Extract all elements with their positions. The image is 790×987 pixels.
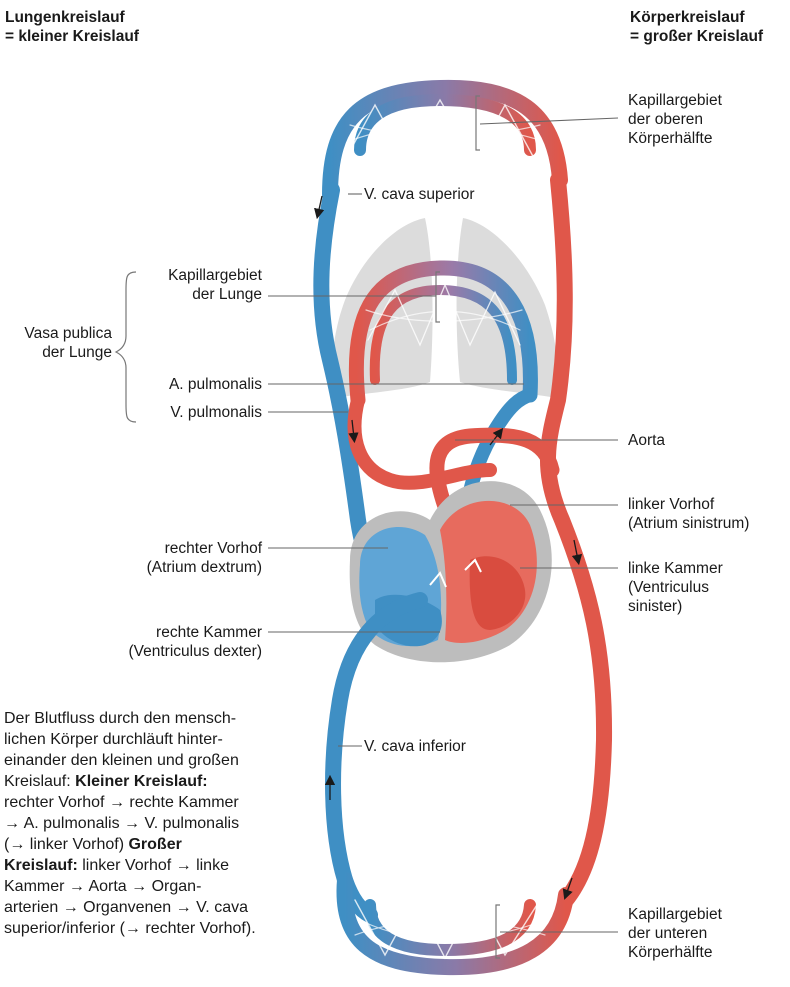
- caption-line: Kreislauf: linker Vorhof → linke: [4, 855, 329, 876]
- caption-line: (→ linker Vorhof) Großer: [4, 834, 329, 855]
- label-kapillargebiet-oben: Kapillargebiet der oberen Körperhälfte: [628, 91, 722, 148]
- label-linker-vorhof: linker Vorhof (Atrium sinistrum): [628, 495, 749, 533]
- label-line: Körperhälfte: [628, 943, 722, 962]
- label-aorta: Aorta: [628, 431, 665, 450]
- label-line: linke Kammer: [628, 559, 723, 578]
- caption-line: Der Blutfluss durch den mensch-: [4, 708, 329, 729]
- header-right-line1: Körperkreislauf: [630, 8, 763, 27]
- caption-line: Kammer → Aorta → Organ-: [4, 876, 329, 897]
- label-a-pulmonalis: A. pulmonalis: [112, 375, 262, 394]
- label-line: (Ventriculus dexter): [62, 642, 262, 661]
- label-rechter-vorhof: rechter Vorhof (Atrium dextrum): [62, 539, 262, 577]
- label-line: Kapillargebiet: [628, 91, 722, 110]
- lower-body-capillary-loop: [344, 880, 566, 967]
- figure-caption: Der Blutfluss durch den mensch- lichen K…: [4, 708, 329, 939]
- label-kapillargebiet-unten: Kapillargebiet der unteren Körperhälfte: [628, 905, 722, 962]
- caption-line: einander den kleinen und großen: [4, 750, 329, 771]
- label-line: der Lunge: [0, 343, 112, 362]
- label-v-cava-superior: V. cava superior: [364, 185, 475, 204]
- caption-text: linker Vorhof → linke: [78, 857, 229, 874]
- header-right-line2: = großer Kreislauf: [630, 27, 763, 46]
- label-vasa-publica: Vasa publica der Lunge: [0, 324, 112, 362]
- heart: [350, 481, 552, 662]
- caption-bold-kleiner-kreislauf: Kleiner Kreislauf:: [75, 773, 207, 790]
- header-lungenkreislauf: Lungenkreislauf = kleiner Kreislauf: [5, 8, 139, 46]
- header-left-line2: = kleiner Kreislauf: [5, 27, 139, 46]
- caption-bold-grosser: Großer: [128, 836, 181, 853]
- label-line: der oberen: [628, 110, 722, 129]
- caption-text: (→ linker Vorhof): [4, 836, 128, 853]
- label-v-cava-inferior: V. cava inferior: [364, 737, 466, 756]
- label-line: (Ventriculus: [628, 578, 723, 597]
- label-line: der unteren: [628, 924, 722, 943]
- caption-bold-kreislauf: Kreislauf:: [4, 857, 78, 874]
- label-kapillargebiet-lunge: Kapillargebiet der Lunge: [112, 266, 262, 304]
- label-linke-kammer: linke Kammer (Ventriculus sinister): [628, 559, 723, 616]
- label-line: rechter Vorhof: [62, 539, 262, 558]
- left-lung: [332, 218, 433, 398]
- label-v-pulmonalis: V. pulmonalis: [112, 403, 262, 422]
- label-line: sinister): [628, 597, 723, 616]
- label-line: Kapillargebiet: [112, 266, 262, 285]
- label-line: (Atrium dextrum): [62, 558, 262, 577]
- label-line: Körperhälfte: [628, 129, 722, 148]
- label-line: Kapillargebiet: [628, 905, 722, 924]
- label-line: (Atrium sinistrum): [628, 514, 749, 533]
- label-line: linker Vorhof: [628, 495, 749, 514]
- caption-line: superior/inferior (→ rechter Vorhof).: [4, 918, 329, 939]
- label-rechte-kammer: rechte Kammer (Ventriculus dexter): [62, 623, 262, 661]
- upper-body-capillary-loop: [330, 88, 560, 195]
- label-line: rechte Kammer: [62, 623, 262, 642]
- caption-line: → A. pulmonalis → V. pulmonalis: [4, 813, 329, 834]
- header-koerperkreislauf: Körperkreislauf = großer Kreislauf: [630, 8, 763, 46]
- aorta-descending-vessel: [548, 180, 604, 900]
- caption-line: arterien → Organvenen → V. cava: [4, 897, 329, 918]
- label-line: Vasa publica: [0, 324, 112, 343]
- caption-line: Kreislauf: Kleiner Kreislauf:: [4, 771, 329, 792]
- header-left-line1: Lungenkreislauf: [5, 8, 139, 27]
- caption-line: lichen Körper durchläuft hinter-: [4, 729, 329, 750]
- label-line: der Lunge: [112, 285, 262, 304]
- caption-text: Kreislauf:: [4, 773, 75, 790]
- caption-line: rechter Vorhof → rechte Kammer: [4, 792, 329, 813]
